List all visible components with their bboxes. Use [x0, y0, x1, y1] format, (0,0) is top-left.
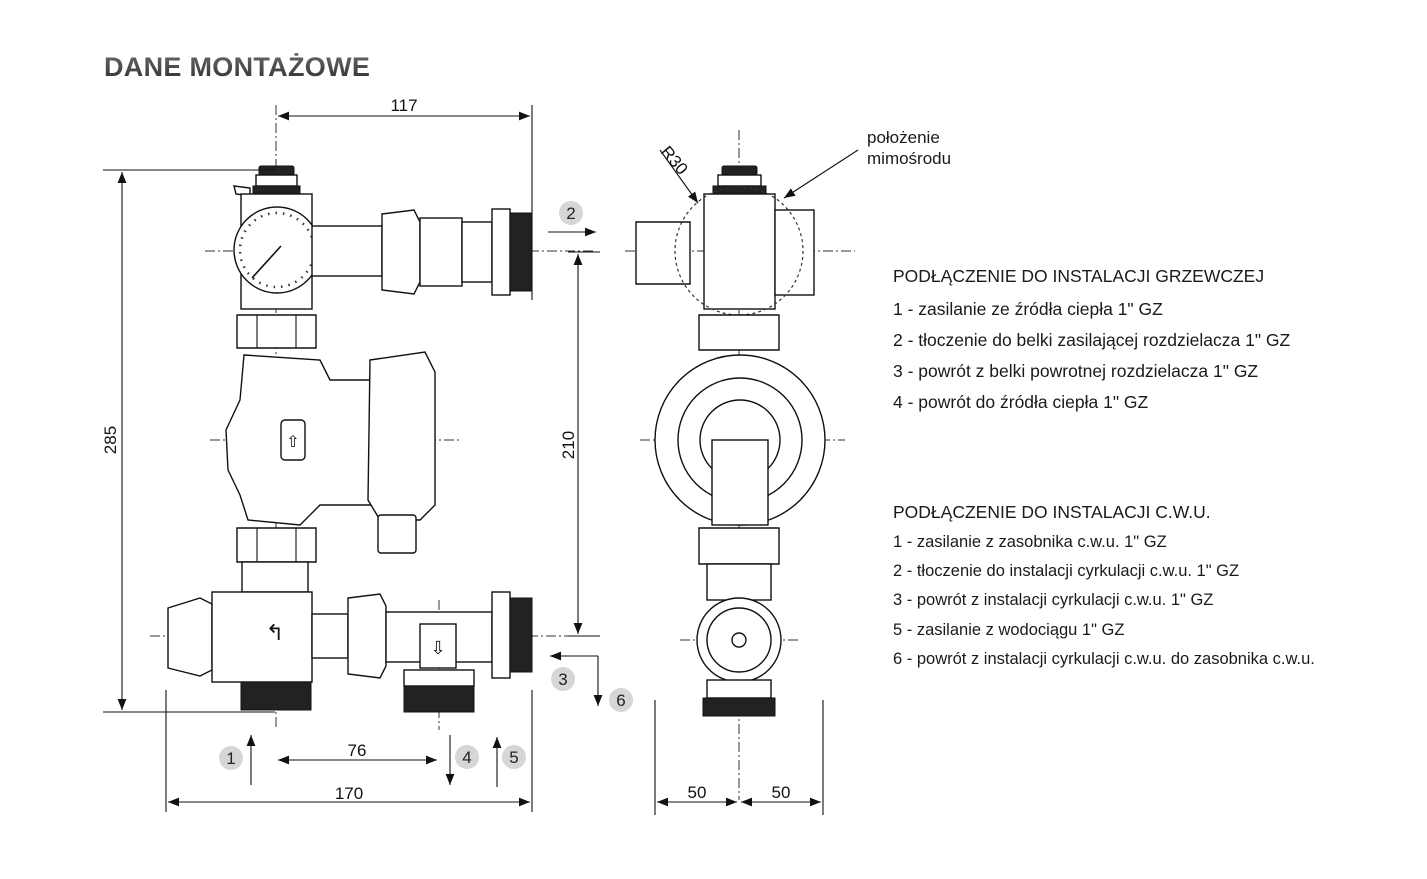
tee-arrow-icon: ↰	[266, 620, 284, 645]
badge-1: 1	[219, 746, 243, 770]
dhw-heading: PODŁĄCZENIE DO INSTALACJI C.W.U.	[893, 502, 1211, 522]
connection-badges: 1 2 3 4 5 6	[219, 201, 633, 770]
heating-item: 4 - powrót do źródła ciepła 1" GZ	[893, 392, 1149, 412]
svg-text:2: 2	[566, 204, 575, 223]
dimension-labels: 117 285 210 76 170 50 50 R30	[101, 96, 790, 803]
heating-heading: PODŁĄCZENIE DO INSTALACJI GRZEWCZEJ	[893, 266, 1265, 286]
dim-50-left: 50	[688, 783, 707, 802]
badge-2: 2	[559, 201, 583, 225]
dhw-item: 3 - powrót z instalacji cyrkulacji c.w.u…	[893, 591, 1214, 609]
side-view	[625, 130, 855, 800]
svg-text:1: 1	[226, 749, 235, 768]
dim-117: 117	[390, 96, 417, 115]
down-arrow-icon: ⇩	[430, 638, 445, 658]
badge-4: 4	[455, 745, 479, 769]
dim-50-right: 50	[772, 783, 791, 802]
dhw-item: 2 - tłoczenie do instalacji cyrkulacji c…	[893, 562, 1240, 580]
badge-5: 5	[502, 745, 526, 769]
dhw-item: 6 - powrót z instalacji cyrkulacji c.w.u…	[893, 650, 1315, 668]
svg-text:4: 4	[462, 748, 471, 767]
dhw-item: 5 - zasilanie z wodociągu 1" GZ	[893, 621, 1125, 639]
eccentric-note: położenie mimośrodu	[867, 128, 952, 168]
svg-text:6: 6	[616, 691, 625, 710]
page-title: DANE MONTAŻOWE	[104, 52, 371, 82]
radius-r30: R30	[657, 142, 692, 178]
svg-text:3: 3	[558, 670, 567, 689]
dhw-item: 1 - zasilanie z zasobnika c.w.u. 1" GZ	[893, 533, 1167, 551]
front-view: ⇧ ↰ ⇩	[150, 105, 595, 730]
dim-210: 210	[559, 431, 578, 459]
dim-76: 76	[348, 741, 367, 760]
flow-arrow-icon: ⇧	[286, 434, 299, 451]
badge-6: 6	[609, 688, 633, 712]
heating-item: 2 - tłoczenie do belki zasilającej rozdz…	[893, 330, 1291, 350]
dim-170: 170	[335, 784, 363, 803]
svg-text:5: 5	[509, 748, 518, 767]
dim-285: 285	[101, 426, 120, 454]
heating-item: 1 - zasilanie ze źródła ciepła 1" GZ	[893, 299, 1163, 319]
badge-3: 3	[551, 667, 575, 691]
dimension-lines	[103, 105, 859, 815]
heating-item: 3 - powrót z belki powrotnej rozdzielacz…	[893, 361, 1259, 381]
